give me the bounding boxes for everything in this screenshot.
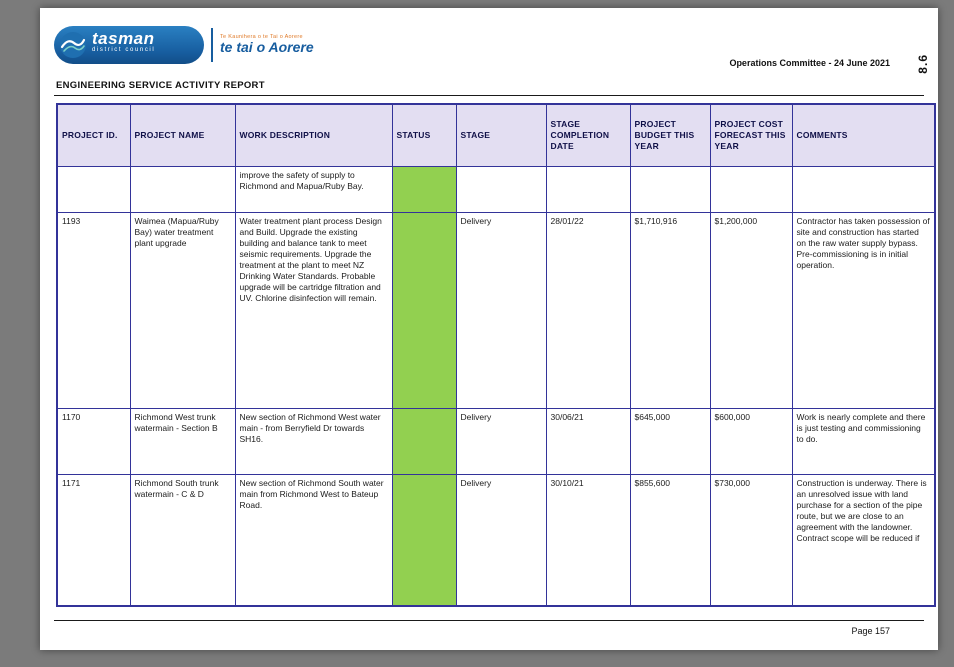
logo-maori-name: te tai o Aorere <box>220 39 314 56</box>
cell-completion-date: 30/06/21 <box>545 407 631 475</box>
cell-forecast: $600,000 <box>709 407 793 475</box>
cell-forecast: $1,200,000 <box>709 211 793 409</box>
cell-comments <box>791 165 936 213</box>
cell-project-name: Richmond West trunk watermain - Section … <box>129 407 236 475</box>
status-cell <box>391 165 457 213</box>
cell-project-id: 1193 <box>56 211 131 409</box>
cell-project-id: 1171 <box>56 473 131 607</box>
cell-project-name <box>129 165 236 213</box>
cell-project-name: Richmond South trunk watermain - C & D <box>129 473 236 607</box>
table-row: 1171 Richmond South trunk watermain - C … <box>56 473 936 607</box>
logo-maori-block: Te Kaunihera o te Tai o Aorere te tai o … <box>220 34 314 55</box>
status-cell <box>391 211 457 409</box>
column-header-project-name: PROJECT NAME <box>129 103 236 167</box>
cell-comments: Construction is underway. There is an un… <box>791 473 936 607</box>
table-header-row: PROJECT ID. PROJECT NAME WORK DESCRIPTIO… <box>56 103 936 167</box>
cell-completion-date: 28/01/22 <box>545 211 631 409</box>
tasman-logo-pill: tasman district council <box>54 26 204 64</box>
cell-stage: Delivery <box>455 473 547 607</box>
cell-completion-date: 30/10/21 <box>545 473 631 607</box>
cell-stage: Delivery <box>455 407 547 475</box>
cell-work-description: Water treatment plant process Design and… <box>234 211 393 409</box>
column-header-comments: COMMENTS <box>791 103 936 167</box>
page-number: Page 157 <box>851 626 890 636</box>
report-title: ENGINEERING SERVICE ACTIVITY REPORT <box>56 80 265 91</box>
wave-icon <box>60 32 86 58</box>
column-header-project-cost-forecast: PROJECT COST FORECAST THIS YEAR <box>709 103 793 167</box>
footer-rule <box>54 620 924 621</box>
status-cell <box>391 473 457 607</box>
committee-header: Operations Committee - 24 June 2021 <box>729 58 890 68</box>
table-row: improve the safety of supply to Richmond… <box>56 165 936 213</box>
cell-comments: Contractor has taken possession of site … <box>791 211 936 409</box>
title-rule <box>54 95 924 96</box>
status-cell <box>391 407 457 475</box>
column-header-project-budget: PROJECT BUDGET THIS YEAR <box>629 103 711 167</box>
cell-project-id <box>56 165 131 213</box>
cell-stage: Delivery <box>455 211 547 409</box>
column-header-status: STATUS <box>391 103 457 167</box>
cell-completion-date <box>545 165 631 213</box>
cell-work-description: New section of Richmond South water main… <box>234 473 393 607</box>
cell-project-id: 1170 <box>56 407 131 475</box>
logo-divider <box>211 28 213 62</box>
column-header-work-description: WORK DESCRIPTION <box>234 103 393 167</box>
cell-work-description: improve the safety of supply to Richmond… <box>234 165 393 213</box>
activity-report-table: PROJECT ID. PROJECT NAME WORK DESCRIPTIO… <box>56 103 936 607</box>
council-logo: tasman district council Te Kaunihera o t… <box>54 26 314 64</box>
report-page: tasman district council Te Kaunihera o t… <box>40 8 938 650</box>
logo-small-text: Te Kaunihera o te Tai o Aorere <box>220 34 303 41</box>
cell-budget: $645,000 <box>629 407 711 475</box>
column-header-stage-completion-date: STAGE COMPLETION DATE <box>545 103 631 167</box>
cell-budget: $855,600 <box>629 473 711 607</box>
logo-subtitle: district council <box>92 47 156 53</box>
cell-work-description: New section of Richmond West water main … <box>234 407 393 475</box>
cell-budget: $1,710,916 <box>629 211 711 409</box>
cell-budget <box>629 165 711 213</box>
table-row: 1170 Richmond West trunk watermain - Sec… <box>56 407 936 475</box>
cell-forecast: $730,000 <box>709 473 793 607</box>
cell-forecast <box>709 165 793 213</box>
cell-stage <box>455 165 547 213</box>
agenda-item-number: 8.6 <box>916 54 930 74</box>
cell-project-name: Waimea (Mapua/Ruby Bay) water treatment … <box>129 211 236 409</box>
cell-comments: Work is nearly complete and there is jus… <box>791 407 936 475</box>
table-row: 1193 Waimea (Mapua/Ruby Bay) water treat… <box>56 211 936 409</box>
column-header-project-id: PROJECT ID. <box>56 103 131 167</box>
column-header-stage: STAGE <box>455 103 547 167</box>
logo-wordmark: tasman <box>92 29 155 48</box>
